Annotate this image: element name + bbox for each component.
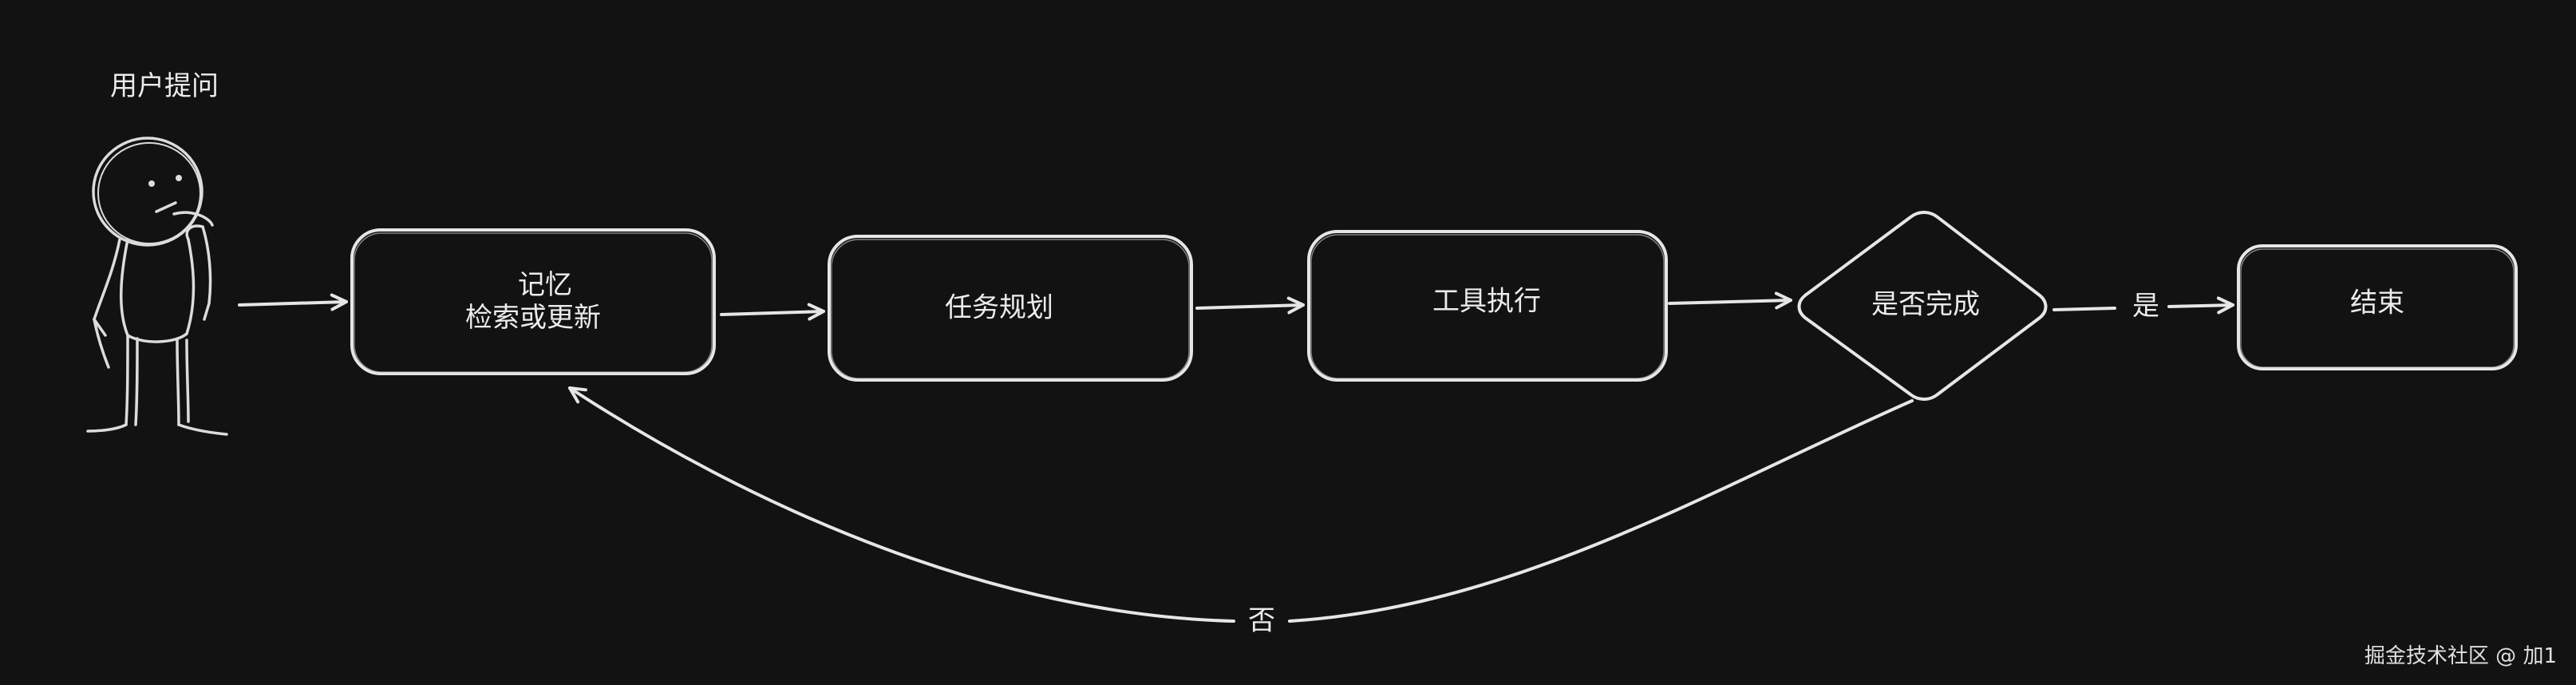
edge-no-label: 否 [1242, 604, 1282, 638]
edge-actor-to-memory [238, 293, 348, 311]
edge-tools-to-decision [1668, 291, 1792, 310]
stick-figure-thinking-icon [86, 137, 228, 436]
tools-node-label: 工具执行 [1432, 285, 1541, 318]
edge-decision-to-memory-part2 [568, 386, 1235, 623]
edge-yes-label: 是 [2126, 290, 2166, 323]
memory-node-box [350, 228, 716, 375]
edge-decision-to-end-part2 [2167, 296, 2234, 315]
planning-node-label: 任务规划 [945, 291, 1053, 324]
tools-node-box [1307, 230, 1668, 382]
memory-node-label: 记忆 检索或更新 [465, 269, 601, 335]
decision-node-label: 是否完成 [1871, 288, 1980, 321]
end-node-label: 结束 [2350, 287, 2404, 319]
actor-label: 用户提问 [110, 70, 219, 102]
edge-decision-to-end-part1 [2053, 307, 2116, 311]
decision-node-diamond [1797, 211, 2048, 401]
edge-planning-to-tools [1195, 296, 1305, 315]
edge-decision-to-memory-part1 [1288, 399, 1914, 623]
memory-node-label-line2: 检索或更新 [465, 302, 601, 334]
planning-node-box [828, 235, 1193, 382]
end-node-box [2237, 244, 2518, 370]
edge-memory-to-planning [720, 303, 825, 321]
watermark-text: 掘金技术社区 @ 加1 [2364, 644, 2557, 668]
memory-node-label-line1: 记忆 [518, 269, 572, 302]
